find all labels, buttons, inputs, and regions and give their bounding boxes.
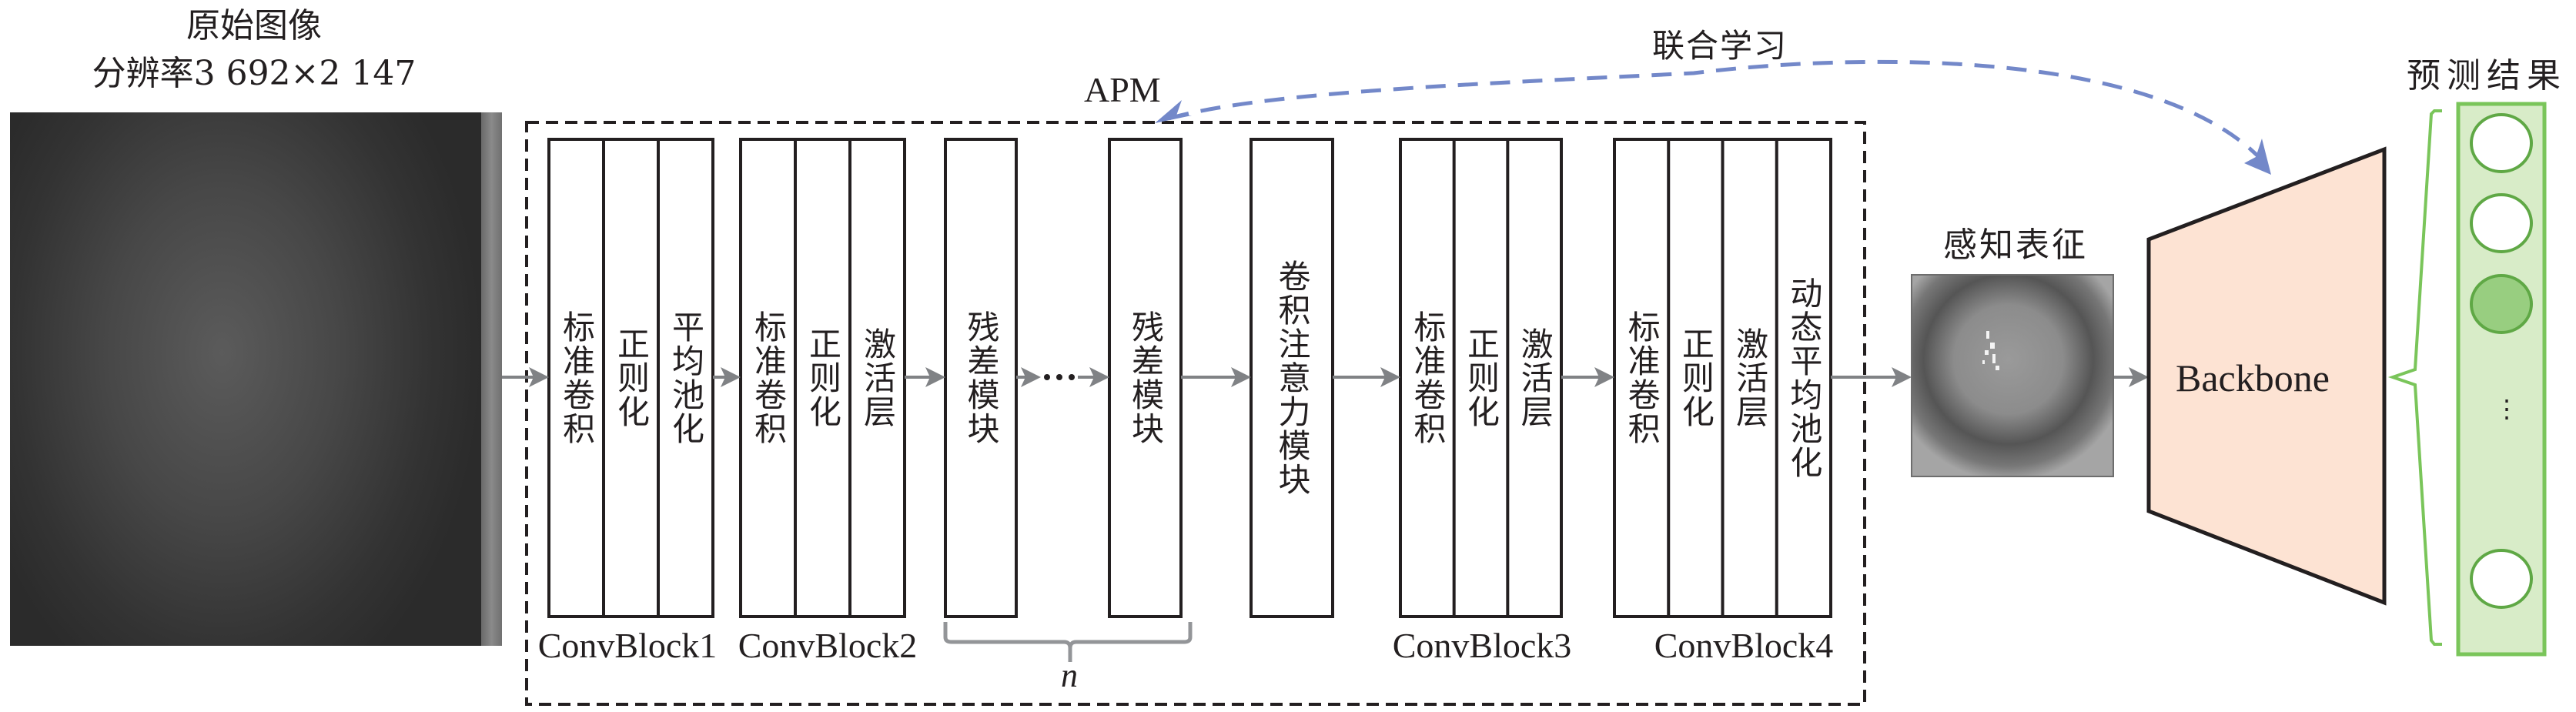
stage-cell-residual1-0: 残差模块 [945,139,1016,617]
input-resolution: 分辨率3 692×2 147 [92,54,417,93]
arrow-residual-to-ellipsis-head [1021,367,1041,387]
stage-cell-convblock1-0: 标准卷积 [549,139,604,617]
stage-cell-label: 正则化 [804,327,842,429]
stage-cell-convblock4-3: 动态平均池化 [1777,139,1831,617]
raw-input-image [10,112,481,646]
stage-cell-label: 正则化 [1462,327,1500,429]
stage-cell-label: 激活层 [858,327,897,429]
prediction-ellipsis: ⋮ [2494,395,2519,423]
stage-cell-label: 平均池化 [667,310,705,446]
stage-cell-conv-attention-0: 卷积注意力模块 [1251,139,1333,617]
stage-label-convblock3: ConvBlock3 [1392,626,1572,665]
joint-learning-arrow [1158,59,2265,163]
stage-cell-convblock4-0: 标准卷积 [1614,139,1668,617]
arrow-convblock1-to-convblock2-head [721,367,741,387]
stage-cell-convblock4-1: 正则化 [1668,139,1722,617]
prediction-title: 预测结果 [2407,56,2567,95]
arrow-input-to-convblock1-head [529,367,549,387]
stage-cell-label: 标准卷积 [1408,310,1447,446]
arrow-perception-to-backbone-head [2129,367,2149,387]
stage-box-convblock1 [547,138,714,618]
stage-cell-convblock4-2: 激活层 [1723,139,1777,617]
stage-cell-convblock3-1: 正则化 [1454,139,1508,617]
stage-cell-residual-n-0: 残差模块 [1109,139,1181,617]
input-title: 原始图像 [186,6,322,45]
apm-container [525,121,1866,706]
prediction-node-inactive [2470,549,2533,609]
stage-cell-convblock1-2: 平均池化 [658,139,713,617]
stage-cell-label: 激活层 [1731,327,1769,429]
stage-cell-label: 正则化 [1677,327,1715,429]
arrow-attention-to-convblock3-head [1380,367,1400,387]
joint-learning-label: 联合学习 [1652,27,1788,65]
perception-speckles [1982,331,1999,370]
arrow-convblock2-to-residual-head [925,367,945,387]
stage-cell-convblock1-1: 正则化 [604,139,658,617]
prediction-node-active [2470,274,2533,334]
stage-cell-label: 动态平均池化 [1785,276,1823,480]
stage-cell-label: 激活层 [1516,327,1554,429]
stage-cell-label: 标准卷积 [1623,310,1661,446]
joint-arrowhead-apm [1155,100,1192,123]
residual-ellipsis [1044,374,1075,380]
backbone-label: Backbone [2176,356,2330,399]
perception-image [1911,274,2114,477]
prediction-node-inactive [2470,113,2533,173]
stage-box-convblock3 [1399,138,1563,618]
stage-cell-convblock3-0: 标准卷积 [1400,139,1454,617]
stage-label-convblock1: ConvBlock1 [537,626,718,665]
stage-cell-convblock3-2: 激活层 [1507,139,1561,617]
stage-cell-convblock2-2: 激活层 [850,139,905,617]
stage-cell-label: 残差模块 [1126,310,1165,446]
stage-cell-label: 残差模块 [962,310,1000,446]
prediction-node-inactive [2470,193,2533,253]
stage-label-convblock4: ConvBlock4 [1654,626,1834,665]
stage-label-convblock2: ConvBlock2 [738,626,918,665]
repeat-count-label: n [1061,657,1078,694]
perception-label: 感知表征 [1943,226,2088,265]
arrow-ellipsis-to-residual-n-head [1089,367,1109,387]
arrow-convblock3-to-convblock4-head [1594,367,1614,387]
backbone-shape [2146,146,2387,606]
arrow-apm-to-perception-head [1892,367,1912,387]
stage-cell-convblock2-1: 正则化 [795,139,850,617]
stage-cell-label: 标准卷积 [557,310,596,446]
stage-box-residual1 [944,138,1018,618]
stage-cell-convblock2-0: 标准卷积 [741,139,795,617]
prediction-brace [2387,109,2442,646]
arrow-residual-to-attention-head [1231,367,1251,387]
stage-cell-label: 卷积注意力模块 [1273,259,1311,496]
joint-arrowhead-backbone [2244,139,2271,175]
apm-label: APM [1084,70,1161,109]
repeat-brace [943,622,1193,662]
raw-input-image-edge [481,112,502,646]
stage-cell-label: 正则化 [612,327,651,429]
stage-cell-label: 标准卷积 [749,310,788,446]
